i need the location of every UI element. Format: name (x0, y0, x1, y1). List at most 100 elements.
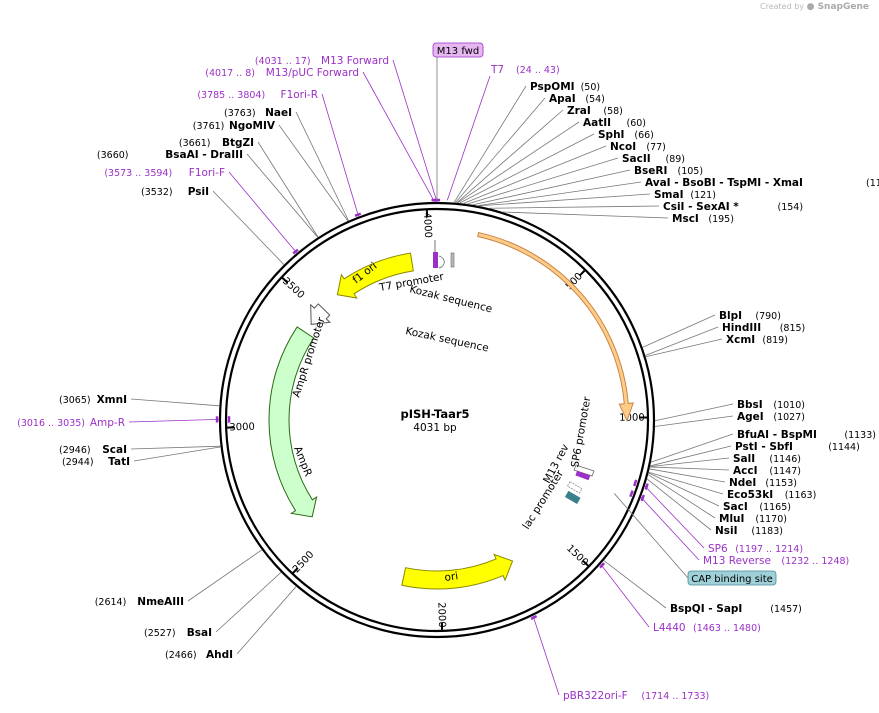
enzyme-rb-4-pos: (1146) (769, 454, 801, 465)
enzyme-l-1-name[interactable]: ScaI (102, 444, 127, 456)
enzyme-rb-6-name[interactable]: NdeI (729, 477, 756, 489)
enzyme-rb-0-name[interactable]: BbsI (737, 399, 763, 411)
amp-r-name[interactable]: Amp-R (90, 417, 125, 429)
tl-0-pos: (4031 .. 17) (255, 56, 311, 67)
enzyme-5-name[interactable]: NcoI (610, 141, 636, 153)
enzyme-ra-2-connector (645, 338, 723, 358)
enzyme-5-pos: (77) (646, 142, 666, 153)
tl-5-name[interactable]: BtgZI (222, 137, 254, 149)
primer-site-mark (633, 479, 638, 487)
ruler-tick-label: 2500 (291, 549, 316, 575)
tl-6-name[interactable]: BsaAI - DraIII (165, 149, 243, 161)
l4440-name[interactable]: L4440 (653, 622, 686, 634)
enzyme-6-pos: (89) (666, 154, 686, 165)
l4440-pos: (1463 .. 1480) (693, 623, 761, 634)
enzyme-ra-0-name[interactable]: BlpI (719, 310, 742, 322)
tl-3-name[interactable]: NaeI (265, 107, 292, 119)
enzyme-4-name[interactable]: SphI (598, 129, 624, 141)
primer-r-0-name[interactable]: SP6 (708, 543, 728, 555)
m13-rev-mark[interactable] (575, 470, 591, 481)
t7-primer-label[interactable]: T7 (490, 64, 504, 76)
ruler-tick (281, 277, 289, 284)
cap-binding-box[interactable] (687, 570, 777, 586)
ampr-arrow[interactable] (268, 326, 318, 518)
primer-r-0-mark (644, 483, 649, 490)
cap-site-mark[interactable] (564, 490, 581, 504)
ruler-tick (292, 567, 299, 574)
t7-promoter-arrow[interactable] (438, 255, 445, 269)
tl-1-name[interactable]: M13/pUC Forward (266, 67, 359, 79)
ruler-tick-label: 4000 (421, 212, 433, 238)
tl-0-connector (392, 59, 438, 203)
enzyme-2-name[interactable]: ZraI (567, 105, 591, 117)
enzyme-rb-4-name[interactable]: SalI (733, 453, 755, 465)
enzyme-1-name[interactable]: ApaI (549, 93, 576, 105)
enzyme-rb-10-pos: (1183) (751, 526, 783, 537)
plasmid-name: pISH-Taar5 (400, 407, 469, 421)
pbr322-pos: (1714 .. 1733) (641, 691, 709, 702)
pbr322-name[interactable]: pBR322ori-F (563, 690, 628, 702)
enzyme-l-2-name[interactable]: TatI (108, 456, 130, 468)
enzyme-6-name[interactable]: SacII (622, 153, 651, 165)
tl-0-name[interactable]: M13 Forward (321, 55, 389, 67)
enzyme-rb-10-name[interactable]: NsiI (715, 525, 738, 537)
enzyme-bl-2-connector (236, 586, 297, 655)
enzyme-rb-2-name[interactable]: BfuAI - BspMI (737, 429, 817, 441)
label-connectors (128, 57, 734, 696)
enzyme-8-name[interactable]: AvaI - BsoBI - TspMI - XmaI (645, 177, 803, 189)
bspqi-name[interactable]: BspQI - SapI (670, 603, 742, 615)
enzyme-ra-2-name[interactable]: XcmI (726, 334, 755, 346)
enzyme-rb-9-name[interactable]: MluI (719, 513, 744, 525)
primer-r-1-name[interactable]: M13 Reverse (703, 555, 771, 567)
tl-1-connector (362, 71, 435, 203)
backbone-outer (218, 201, 656, 639)
enzyme-bl-1-pos: (2527) (144, 628, 176, 639)
enzyme-rb-1-name[interactable]: AgeI (737, 411, 764, 423)
orf-arrow[interactable] (477, 231, 634, 422)
enzyme-3-pos: (60) (627, 118, 647, 129)
feature-arrows[interactable] (227, 231, 638, 590)
enzyme-rb-5-name[interactable]: AccI (733, 465, 757, 477)
tl-4-name[interactable]: NgoMIV (229, 120, 276, 132)
enzyme-0-name[interactable]: PspOMI (530, 81, 575, 93)
ampr-promoter-arrow[interactable] (310, 303, 332, 325)
enzyme-bl-1-name[interactable]: BsaI (187, 627, 212, 639)
enzyme-bl-2-pos: (2466) (165, 650, 197, 661)
enzyme-rb-8-name[interactable]: SacI (723, 501, 748, 513)
enzyme-rb-0-pos: (1010) (773, 400, 805, 411)
enzyme-l-0-pos: (3065) (59, 395, 91, 406)
enzyme-4-pos: (66) (634, 130, 654, 141)
lac-operator-mark[interactable] (567, 481, 583, 494)
sp6-promoter-arrow[interactable] (573, 464, 595, 477)
enzyme-7-name[interactable]: BseRI (634, 165, 667, 177)
enzyme-bl-2-name[interactable]: AhdI (206, 649, 233, 661)
ori-arrow[interactable] (401, 553, 514, 590)
enzyme-9-pos: (121) (690, 190, 716, 201)
enzyme-9-name[interactable]: SmaI (654, 189, 684, 201)
enzyme-10-name[interactable]: CsiI - SexAI * (663, 201, 739, 213)
enzyme-rb-2-connector (650, 433, 734, 463)
tl-7-mark (292, 248, 299, 255)
enzyme-bl-0-name[interactable]: NmeAIII (137, 596, 184, 608)
enzyme-0-pos: (50) (581, 82, 601, 93)
pbr322-mark (530, 615, 538, 620)
enzyme-rb-7-name[interactable]: Eco53kI (727, 489, 773, 501)
enzyme-3-name[interactable]: AatII (583, 117, 611, 129)
enzyme-2-connector (456, 109, 564, 204)
m13-fwd-box[interactable] (432, 42, 484, 58)
enzyme-11-name[interactable]: MscI (672, 213, 699, 225)
amp-r-pos: (3016 .. 3035) (17, 418, 85, 429)
enzyme-rb-3-name[interactable]: PstI - SbfI (735, 441, 793, 453)
kozak-mark-2[interactable] (450, 252, 455, 268)
enzyme-ra-1-name[interactable]: HindIII (722, 322, 761, 334)
tl-2-name[interactable]: F1ori-R (281, 89, 318, 101)
f1ori-arrow[interactable] (336, 252, 414, 299)
enzyme-l-0-name[interactable]: XmnI (97, 394, 127, 406)
enzyme-l-1-connector (130, 445, 221, 450)
tl-8-pos: (3532) (141, 187, 173, 198)
enzyme-rb-5-pos: (1147) (769, 466, 801, 477)
kozak-mark-1[interactable] (433, 252, 438, 268)
tl-8-name[interactable]: PsiI (188, 186, 209, 198)
tl-7-name[interactable]: F1ori-F (189, 167, 225, 179)
